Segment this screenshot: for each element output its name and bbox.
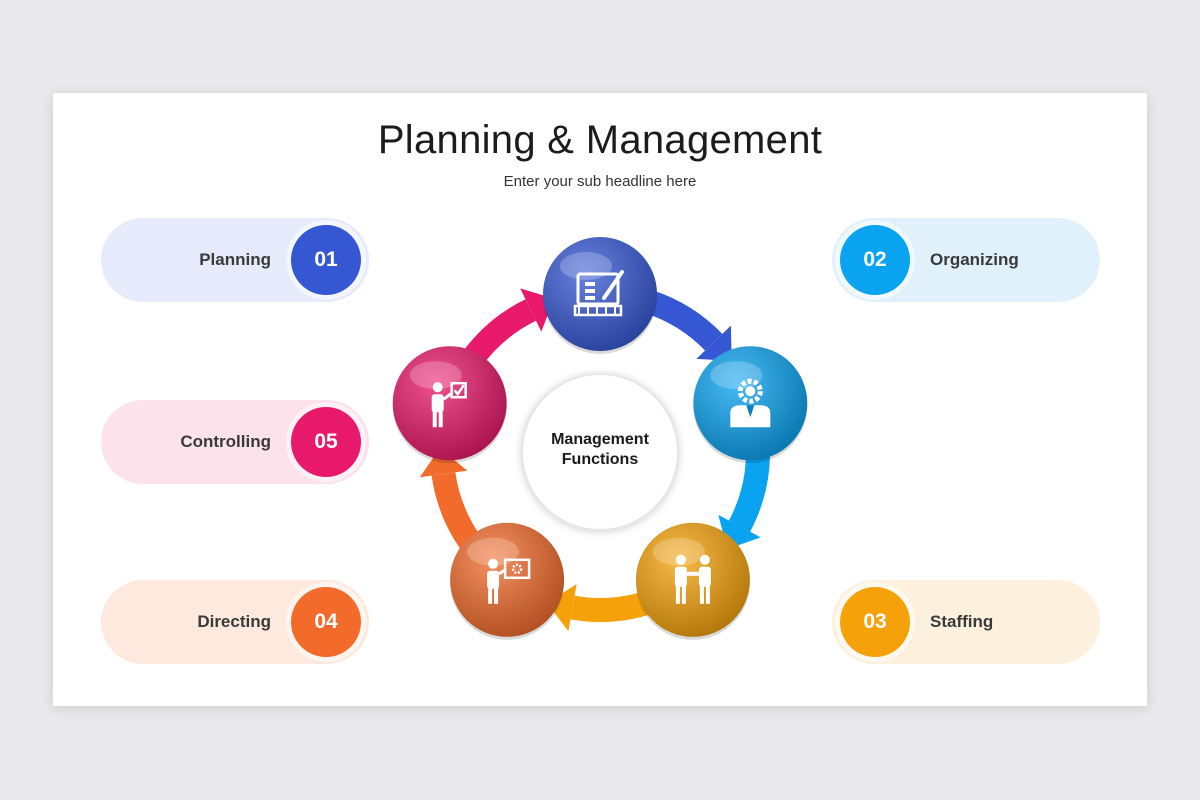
step-card-organizing: 02 Organizing xyxy=(832,218,1100,302)
cycle-node-circle xyxy=(392,346,507,461)
step-label: Directing xyxy=(197,612,271,631)
center-circle xyxy=(521,373,679,531)
cycle-node-planning xyxy=(543,237,657,354)
step-card-controlling: Controlling 05 xyxy=(101,400,369,484)
step-number-badge: 05 xyxy=(291,407,361,477)
handshake-icon xyxy=(674,554,711,604)
step-card-planning: Planning 01 xyxy=(101,218,369,302)
cycle-node-staffing xyxy=(635,522,750,640)
cycle-arrowhead xyxy=(419,448,468,478)
page-title: Planning & Management xyxy=(377,118,823,162)
step-label: Planning xyxy=(199,250,271,269)
cycle-arrow-band xyxy=(431,472,483,552)
step-number-badge: 03 xyxy=(840,587,910,657)
cycle-arrow-band xyxy=(644,290,723,351)
step-label: Staffing xyxy=(930,612,994,631)
center-label-line2: Functions xyxy=(561,451,639,468)
checklist-person-icon xyxy=(431,381,467,428)
cycle-arrow-band xyxy=(570,590,653,622)
step-label: Organizing xyxy=(930,250,1019,269)
whiteboard-plan-icon xyxy=(573,270,624,317)
step-card-directing: Directing 04 xyxy=(101,580,369,664)
cycle-arrowhead xyxy=(696,325,732,361)
gear-person-icon xyxy=(730,378,771,428)
cycle-node-organizing xyxy=(693,346,808,464)
cycle-arrow-band xyxy=(462,299,537,367)
cycle-node-controlling xyxy=(392,346,507,464)
step-label: Controlling xyxy=(180,432,271,451)
cycle-node-circle xyxy=(450,522,565,637)
page-subtitle: Enter your sub headline here xyxy=(503,173,697,190)
step-number-badge: 01 xyxy=(291,225,361,295)
cycle-node-circle xyxy=(543,237,657,351)
presentation-icon xyxy=(487,558,531,604)
cycle-node-directing xyxy=(450,522,565,640)
center-label: Management Functions xyxy=(520,430,680,470)
cycle-arrowhead xyxy=(547,584,577,632)
center-label-line1: Management xyxy=(551,431,649,448)
cycle-node-circle xyxy=(635,522,750,637)
step-card-staffing: 03 Staffing xyxy=(832,580,1100,664)
step-number-badge: 02 xyxy=(840,225,910,295)
step-number-badge: 04 xyxy=(291,587,361,657)
